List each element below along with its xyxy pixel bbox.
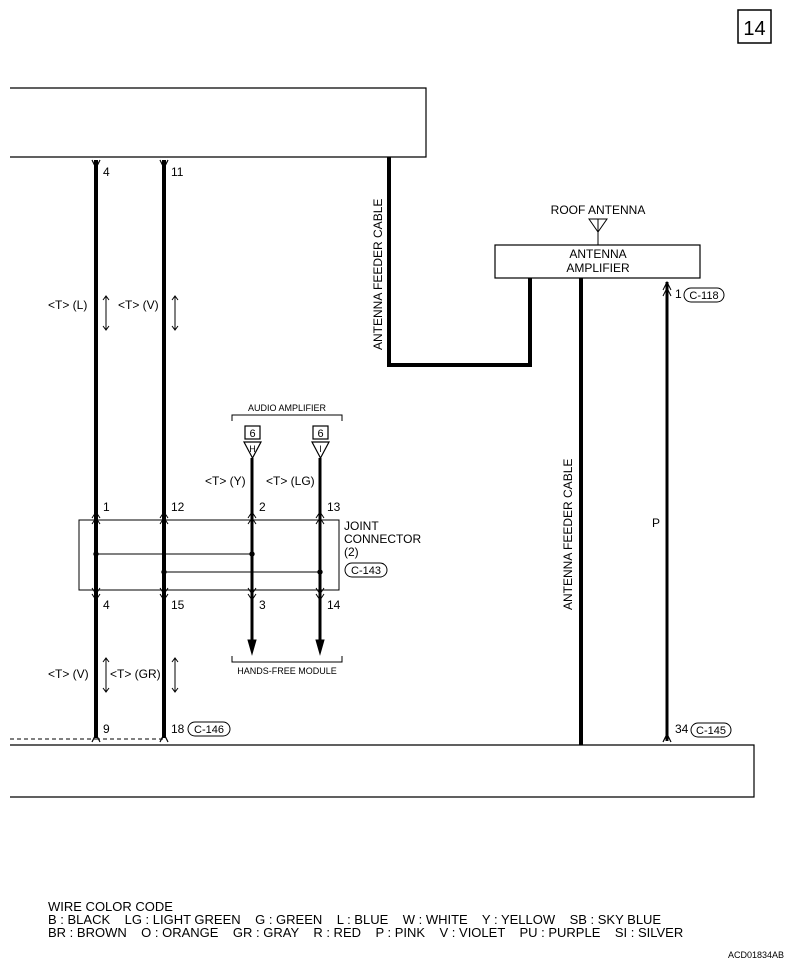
figure-code: ACD01834AB [728,950,784,960]
hands-free-arrows [247,639,325,656]
jc-pin-3: 3 [259,598,266,612]
arrow-top-w2 [159,159,169,170]
audio-amplifier-label: AUDIO AMPLIFIER [248,403,327,413]
svg-text:C-143: C-143 [351,565,381,577]
arrow-wire-p-top [662,280,672,297]
double-arrow-upper-1 [102,295,110,331]
svg-text:6: 6 [249,428,255,440]
joint-connector-label-1: JOINT [344,519,379,533]
wire3-label: <T> (Y) [205,474,246,488]
jc-arrows [91,511,325,601]
bottom-unit-box [10,744,755,798]
top-unit-box [10,87,427,158]
connector-c145: C-145 [690,722,732,738]
wire1-lower-label: <T> (V) [48,667,89,681]
legend-line-1: B : BLACK LG : LIGHT GREEN G : GREEN L :… [48,912,661,927]
pin-bottom-w1: 9 [103,722,110,736]
svg-text:H: H [249,444,256,454]
feeder-cable-left [387,157,532,367]
pin-top-w2: 11 [171,165,184,179]
hands-free-bracket [231,656,343,663]
antenna-amplifier-label-1: ANTENNA [569,247,626,261]
feeder-cable-right-label: ANTENNA FEEDER CABLE [561,459,575,610]
wire1-upper-label: <T> (L) [48,298,87,312]
page-number: 14 [737,9,772,44]
joint-connector-box [78,519,340,591]
wire-p-label: P [652,516,660,530]
jc-pin-13: 13 [327,500,341,514]
svg-text:C-145: C-145 [696,725,726,737]
antenna-icon [588,218,608,245]
svg-text:C-146: C-146 [194,724,224,736]
joint-connector-label-3: (2) [344,545,359,559]
legend-title: WIRE COLOR CODE [48,899,173,914]
audio-connector-a: 6 H [243,425,262,460]
pin-bottom-w2: 18 [171,722,185,736]
joint-connector-bus [93,551,323,575]
wire4-label: <T> (LG) [266,474,315,488]
svg-text:6: 6 [317,428,323,440]
svg-text:14: 14 [743,18,765,40]
hands-free-module-label: HANDS-FREE MODULE [237,666,337,676]
audio-connector-b: 6 I [311,425,330,460]
connector-c146: C-146 [187,721,231,737]
svg-text:C-118: C-118 [689,290,718,302]
legend-line-2: BR : BROWN O : ORANGE GR : GRAY R : RED … [48,925,683,940]
wire2-upper-label: <T> (V) [118,298,159,312]
pin-bottom-amp: 34 [675,722,689,736]
double-arrow-upper-2 [171,295,179,331]
feeder-cable-left-label: ANTENNA FEEDER CABLE [371,199,385,350]
jc-pin-12: 12 [171,500,185,514]
arrow-bottom-w2 [159,732,169,743]
arrow-top-w1 [91,159,101,170]
jc-pin-1: 1 [103,500,110,514]
jc-pin-2: 2 [259,500,266,514]
connector-c143: C-143 [344,562,388,578]
joint-connector-label-2: CONNECTOR [344,532,421,546]
pin-top-w1: 4 [103,165,110,179]
double-arrow-lower-1 [102,657,110,693]
double-arrow-lower-2 [171,657,179,693]
jc-pin-4: 4 [103,598,110,612]
connector-c118: C-118 [683,287,725,303]
arrow-wire-p-bottom [662,732,672,743]
wire2-lower-label: <T> (GR) [110,667,161,681]
antenna-amplifier-label-2: AMPLIFIER [566,261,630,275]
audio-amplifier-bracket [231,414,343,421]
roof-antenna-label: ROOF ANTENNA [551,203,646,217]
jc-pin-14: 14 [327,598,341,612]
antenna-amplifier-box [494,244,701,279]
arrow-bottom-w1 [91,732,101,743]
pin-amp: 1 [675,287,682,301]
jc-pin-15: 15 [171,598,185,612]
svg-text:I: I [319,444,322,454]
